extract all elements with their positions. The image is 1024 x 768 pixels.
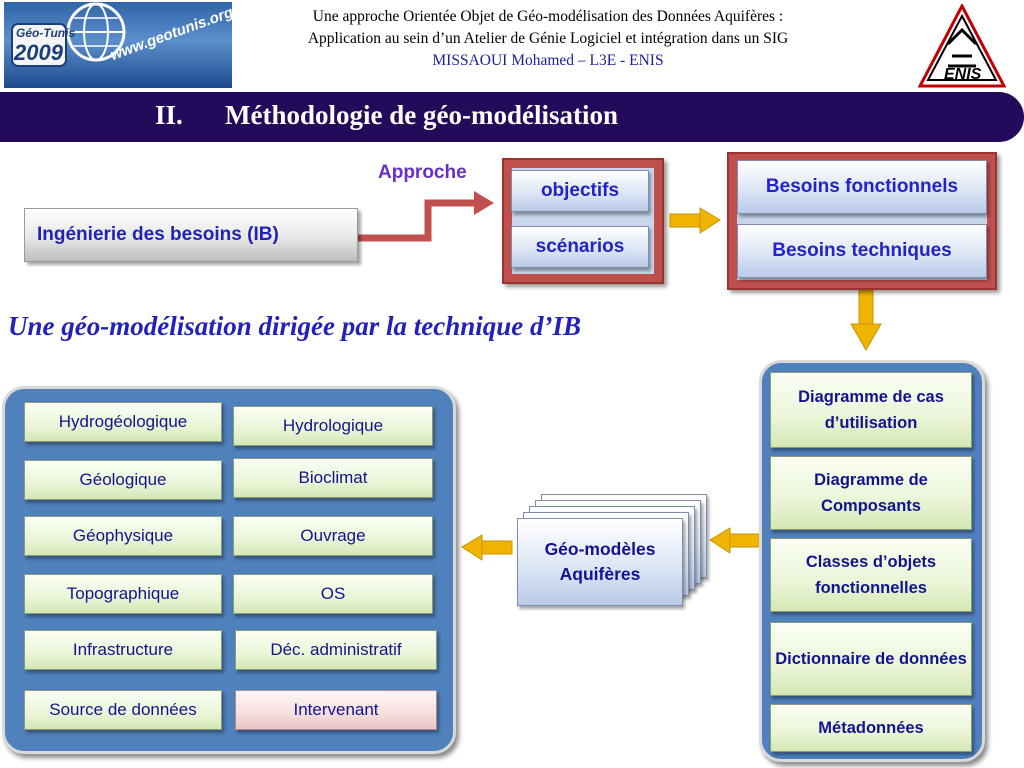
- section-title: Méthodologie de géo-modélisation: [225, 100, 618, 130]
- gold-arrow-right: [669, 207, 721, 234]
- tile-geophysique: Géophysique: [24, 516, 222, 556]
- tile-geologique: Géologique: [24, 460, 222, 500]
- tile-dec-administratif: Déc. administratif: [235, 630, 437, 670]
- header-text: Une approche Orientée Objet de Géo-modél…: [238, 6, 858, 72]
- ib-box: Ingénierie des besoins (IB): [24, 208, 358, 262]
- objectifs-box: objectifs: [511, 170, 649, 212]
- metadonnees-box: Métadonnées: [770, 704, 972, 752]
- section-number: II.: [155, 100, 183, 130]
- globe-icon: [11, 2, 126, 67]
- tile-infrastructure: Infrastructure: [24, 630, 222, 670]
- tile-bioclimat: Bioclimat: [233, 458, 433, 498]
- besoins-fonctionnels-box: Besoins fonctionnels: [737, 160, 987, 214]
- approach-connector-arrow: [358, 191, 494, 242]
- enis-triangle-icon: [917, 2, 1007, 88]
- classes-objets-box: Classes d’objets fonctionnelles: [770, 538, 972, 612]
- title-bar: [0, 92, 1024, 142]
- geotunis-logo: Géo-Tunis 2009 www.geotunis.org: [4, 2, 232, 88]
- header-author: MISSAOUI Mohamed – L3E - ENIS: [432, 52, 664, 69]
- besoins-techniques-box: Besoins techniques: [737, 224, 987, 278]
- tile-ouvrage: Ouvrage: [233, 516, 433, 556]
- logo-year: 2009: [14, 40, 63, 65]
- tile-source-donnees: Source de données: [24, 690, 222, 730]
- enis-logo: ENIS: [917, 2, 1007, 88]
- tile-hydrologique: Hydrologique: [233, 406, 433, 446]
- tile-os: OS: [233, 574, 433, 614]
- subtitle: Une géo-modélisation dirigée par la tech…: [8, 311, 581, 341]
- gold-arrow-down: [850, 289, 882, 352]
- geo-modeles-box: Géo-modèles Aquifères: [517, 518, 683, 606]
- tile-topographique: Topographique: [24, 574, 222, 614]
- gold-arrow-left-1: [709, 527, 761, 554]
- logo-line1: Géo-Tunis: [16, 26, 76, 40]
- diagramme-cas-box: Diagramme de cas d’utilisation: [770, 372, 972, 448]
- header-line2: Application au sein d’un Atelier de Géni…: [307, 30, 789, 47]
- scenarios-box: scénarios: [511, 226, 649, 268]
- tile-hydrogeologique: Hydrogéologique: [24, 402, 222, 442]
- tile-intervenant: Intervenant: [235, 690, 437, 730]
- dictionnaire-box: Dictionnaire de données: [770, 622, 972, 696]
- gold-arrow-left-2: [461, 534, 513, 561]
- approche-label: Approche: [378, 162, 467, 183]
- enis-logo-text: ENIS: [944, 66, 982, 83]
- header-line1: Une approche Orientée Objet de Géo-modél…: [312, 8, 784, 25]
- diagramme-composants-box: Diagramme de Composants: [770, 456, 972, 530]
